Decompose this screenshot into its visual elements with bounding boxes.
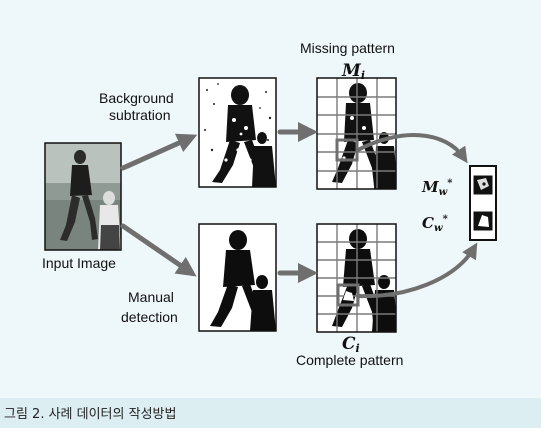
- arrow-to-manual: [120, 223, 197, 277]
- complete-pattern-grid: [317, 224, 396, 332]
- missing-symbol: Mi: [341, 61, 365, 82]
- manual-label-line2: detection: [121, 309, 178, 325]
- figure-caption: 그림 2. 사례 데이터의 작성방법: [4, 407, 176, 422]
- background-subtraction-image: [199, 78, 276, 187]
- complete-symbol: Ci: [342, 334, 360, 355]
- complete-pattern-patch: [343, 291, 354, 301]
- manual-label-line1: Manual: [128, 289, 174, 305]
- background-label-line2: subtration: [109, 107, 170, 123]
- mw-patch: [473, 175, 493, 195]
- missing-pattern-label: Missing pattern: [300, 40, 395, 56]
- background-subtraction-frame: [198, 77, 277, 188]
- complete-pattern-label: Complete pattern: [296, 352, 403, 368]
- manual-detection-image: [199, 224, 276, 331]
- arrow-complete-to-output: [356, 242, 478, 299]
- input-image-frame: [44, 142, 122, 251]
- arrow-to-background: [120, 133, 198, 171]
- cw-symbol: Cw*: [422, 214, 449, 234]
- caption-bar: [0, 398, 541, 428]
- missing-pattern-grid: [317, 78, 396, 189]
- manual-detection-frame: [198, 223, 277, 332]
- input-image: [45, 143, 121, 250]
- mw-symbol: Mw*: [421, 178, 453, 198]
- arrow-missing-to-output: [356, 133, 468, 164]
- arrows: [120, 122, 478, 299]
- input-image-label: Input Image: [42, 255, 116, 271]
- cw-patch: [473, 211, 493, 231]
- background-label-line1: Background: [99, 90, 174, 106]
